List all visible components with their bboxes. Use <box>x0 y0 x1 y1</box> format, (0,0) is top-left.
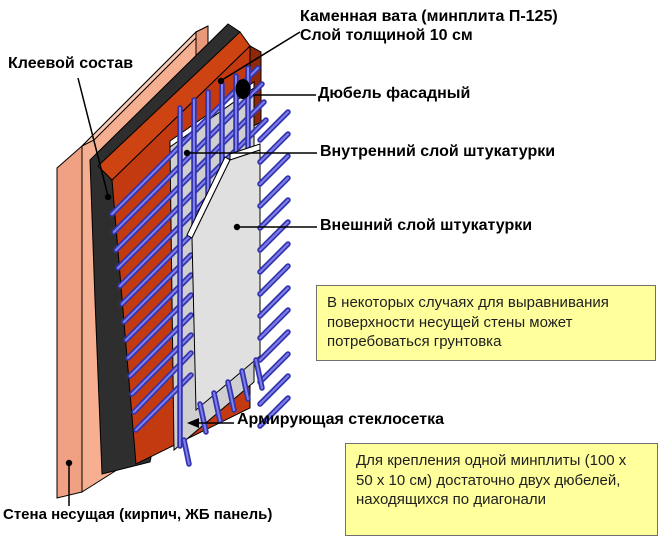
mesh-wire <box>183 439 190 465</box>
note-primer: В некоторых случаях для выравнивания пов… <box>316 285 656 361</box>
mesh-wire <box>199 403 207 433</box>
inner-plaster-pointer-dot <box>183 149 191 157</box>
mesh-wire <box>255 359 263 389</box>
outer-plaster-layer <box>186 143 261 412</box>
mesh-pointer-arrowhead <box>187 418 199 428</box>
mesh-wire <box>259 287 289 317</box>
outer-plaster-pointer-dot <box>233 223 241 231</box>
mesh-wire <box>259 265 289 295</box>
outer-plaster-front-face <box>191 149 261 412</box>
mesh-wires-front <box>181 109 291 467</box>
mesh-wire <box>259 133 289 163</box>
adhesive-pointer <box>77 77 109 197</box>
label-bearing-wall: Стена несущая (кирпич, ЖБ панель) <box>3 506 273 523</box>
mesh-wire <box>259 111 289 141</box>
adhesive-pointer-dot <box>104 193 112 201</box>
mesh-wire <box>259 199 289 229</box>
mesh-wire <box>259 397 289 427</box>
mineral-wool-pointer-dot <box>217 77 225 85</box>
mesh-wires-back <box>109 65 269 449</box>
note-dowel-count: Для крепления одной минплиты (100 x 50 x… <box>345 443 658 536</box>
mesh-wire <box>227 381 235 411</box>
bearing-wall-end-face <box>56 144 83 499</box>
label-adhesive: Клеевой состав <box>8 55 134 72</box>
mesh-wire <box>241 370 249 400</box>
mesh-wire <box>259 375 289 405</box>
label-mineral-wool-line1: Каменная вата (минплита П-125) <box>300 8 558 25</box>
mesh-wire <box>115 101 265 251</box>
dowel-head-icon <box>235 79 251 99</box>
label-inner-plaster: Внутренний слой штукатурки <box>320 143 556 160</box>
pointer-lines <box>65 31 317 506</box>
mesh-wire <box>259 353 289 383</box>
mesh-wire <box>259 331 289 361</box>
bearing-wall-pointer-dot <box>65 459 73 467</box>
mesh-wire <box>259 177 289 207</box>
mesh-wire <box>213 392 221 422</box>
label-mesh: Армирующая стеклосетка <box>237 411 444 428</box>
mesh-wire <box>259 309 289 339</box>
mineral-wool-pointer <box>221 31 301 81</box>
mesh-wire <box>259 243 289 273</box>
label-mineral-wool-line2: Слой толщиной 10 см <box>300 27 473 44</box>
mesh-wire <box>259 155 289 185</box>
label-dowel: Дюбель фасадный <box>318 85 471 102</box>
insulation-top-face <box>97 31 251 181</box>
label-outer-plaster: Внешний слой штукатурки <box>320 217 533 234</box>
